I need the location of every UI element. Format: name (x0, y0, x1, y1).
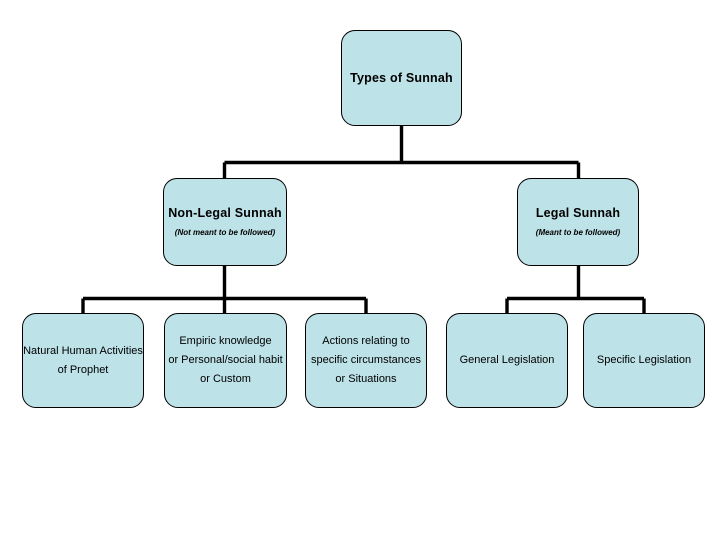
node-empiric-line-3: or Custom (200, 373, 251, 385)
node-natural-line-1: Natural Human Activities (23, 344, 143, 357)
node-types-of-sunnah[interactable]: Types of Sunnah (341, 30, 462, 126)
node-natural-line-2: of Prophet (57, 363, 109, 376)
node-legal-title: Legal Sunnah (535, 206, 621, 220)
node-legal-subtitle: (Meant to be followed) (535, 228, 621, 237)
node-general-text: General Legislation (460, 351, 555, 370)
node-legal-sunnah[interactable]: Legal Sunnah (Meant to be followed) (517, 178, 639, 266)
node-non-legal-sunnah[interactable]: Non-Legal Sunnah (Not meant to be follow… (163, 178, 287, 266)
node-non-legal-title: Non-Legal Sunnah (168, 206, 282, 220)
node-empiric-line-1: Empiric knowledge (179, 335, 272, 347)
node-empiric-text: Empiric knowledge or Personal/social hab… (168, 332, 282, 389)
node-actions-line-2: specific circumstances (310, 354, 422, 366)
node-non-legal-subtitle: (Not meant to be followed) (174, 228, 276, 237)
node-empiric-line-2: or Personal/social habit (168, 354, 283, 366)
node-actions-text: Actions relating to specific circumstanc… (311, 332, 421, 389)
node-general-line-1: General Legislation (459, 354, 555, 366)
node-general-legislation[interactable]: General Legislation (446, 313, 568, 408)
node-specific-text: Specific Legislation (597, 351, 691, 370)
node-empiric-knowledge[interactable]: Empiric knowledge or Personal/social hab… (164, 313, 287, 408)
node-specific-line-1: Specific Legislation (596, 354, 692, 366)
node-actions-line-1: Actions relating to (322, 335, 410, 347)
node-natural-text: Natural Human Activities of Prophet (23, 342, 143, 380)
node-natural-human-activities[interactable]: Natural Human Activities of Prophet (22, 313, 144, 408)
node-specific-legislation[interactable]: Specific Legislation (583, 313, 705, 408)
node-actions-line-3: or Situations (335, 373, 397, 385)
node-actions-relating-to-circumstances[interactable]: Actions relating to specific circumstanc… (305, 313, 427, 408)
node-root-title: Types of Sunnah (350, 71, 453, 85)
